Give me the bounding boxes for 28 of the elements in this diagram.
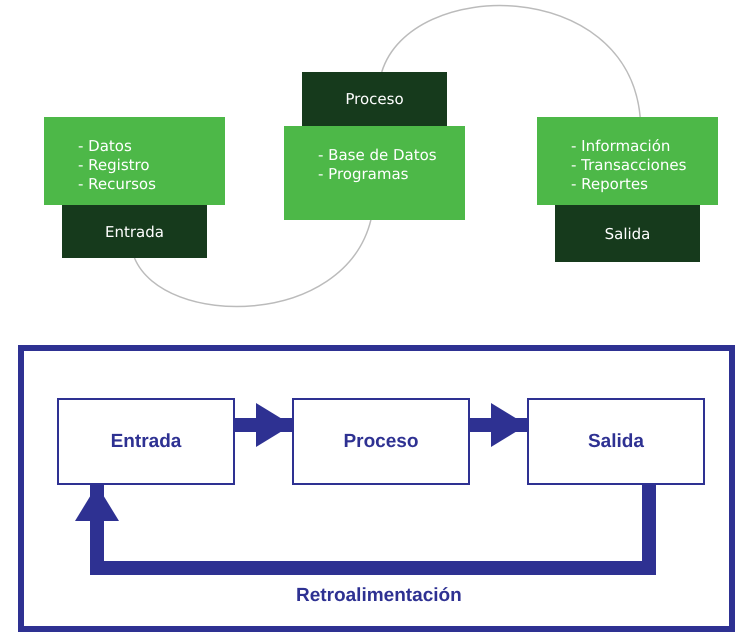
label-box bbox=[302, 72, 447, 126]
arrow bbox=[75, 485, 656, 575]
node-text: Proceso bbox=[345, 90, 404, 108]
content-box bbox=[537, 117, 718, 205]
node-text: Salida bbox=[588, 430, 644, 452]
content-box bbox=[44, 117, 225, 205]
node-text: Salida bbox=[604, 224, 650, 242]
node-text: - Programas bbox=[318, 165, 410, 184]
connector-curve bbox=[381, 5, 641, 118]
node-text: Entrada bbox=[110, 430, 182, 452]
process-box bbox=[292, 398, 470, 485]
node-text: - Base de Datos bbox=[318, 146, 438, 165]
node-text: Proceso bbox=[344, 430, 418, 452]
node-text: - Recursos bbox=[78, 175, 157, 194]
node-text: - Información bbox=[571, 137, 672, 156]
label-box bbox=[62, 205, 207, 258]
node-text: - Registro bbox=[78, 156, 151, 175]
label-box bbox=[555, 205, 700, 262]
node-text: - Transacciones bbox=[571, 156, 688, 175]
node-text: - Datos bbox=[78, 137, 133, 156]
node-text: Entrada bbox=[105, 222, 164, 240]
process-box bbox=[57, 398, 235, 485]
connector-curve bbox=[134, 220, 372, 308]
node-text: - Reportes bbox=[571, 175, 649, 194]
arrow bbox=[470, 403, 527, 447]
arrow bbox=[235, 403, 292, 447]
process-box bbox=[527, 398, 705, 485]
content-box bbox=[284, 126, 465, 220]
